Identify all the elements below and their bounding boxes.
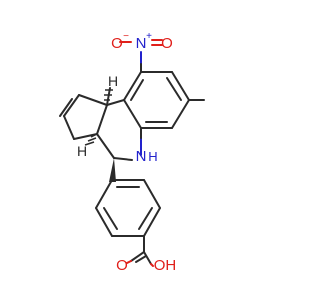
nitro-oxygen-neg-label: O xyxy=(111,35,123,52)
stereo-hash-bottom xyxy=(84,133,98,146)
cyclopentene-ring xyxy=(59,94,108,140)
nitro-oxygen-charge: − xyxy=(123,31,129,42)
stereo-hydrogen-bottom-label: H xyxy=(77,143,87,159)
piperidine-ring xyxy=(96,99,142,161)
structure-diagram: O − N + O N H O OH H H xyxy=(59,31,205,274)
carboxyl-group xyxy=(126,235,154,267)
stereo-wedge xyxy=(109,158,116,182)
carboxyl-hydroxyl-label: OH xyxy=(154,257,177,274)
nitro-oxygen-label: O xyxy=(161,35,173,52)
nitro-nitrogen-label: N xyxy=(136,35,147,52)
molecule-canvas: O − N + O N H O OH H H xyxy=(59,31,205,274)
aromatic-ring-top xyxy=(123,71,190,129)
amine-nitrogen-label: N xyxy=(136,148,147,165)
carboxyl-oxygen-label: O xyxy=(116,257,128,274)
stereo-hash-top xyxy=(104,87,113,106)
amine-hydrogen-label: H xyxy=(148,149,157,164)
aromatic-ring-bottom xyxy=(95,179,161,237)
nitro-nitrogen-charge: + xyxy=(146,31,152,42)
stereo-hydrogen-top-label: H xyxy=(108,73,118,89)
